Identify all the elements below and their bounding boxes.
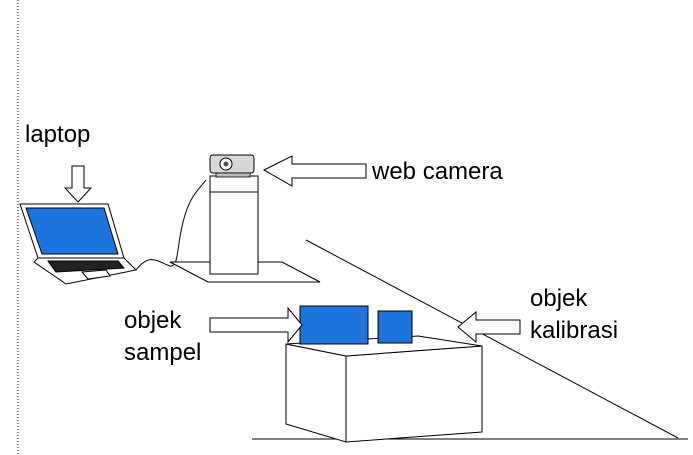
sample-arrow <box>209 306 303 344</box>
usb-cable <box>135 179 207 271</box>
calibration-object <box>377 310 413 344</box>
view-line <box>305 239 679 439</box>
web-camera-label: web camera <box>371 158 503 185</box>
table-box <box>285 335 483 443</box>
web-camera-icon <box>209 154 255 178</box>
laptop-label: laptop <box>25 121 90 148</box>
sample-object <box>299 305 369 345</box>
calibration-arrow <box>457 310 521 344</box>
laptop-keyboard <box>47 260 126 273</box>
web-camera-arrow <box>262 155 367 187</box>
sample-label-line1: objek <box>124 307 182 334</box>
camera-stand <box>209 175 259 275</box>
laptop-arrow <box>63 165 93 203</box>
laptop-touchpad <box>80 269 111 280</box>
laptop-screen <box>25 207 119 255</box>
calibration-label-line1: objek <box>530 285 588 312</box>
calibration-label-line2: kalibrasi <box>530 317 618 344</box>
laptop-icon <box>19 203 138 285</box>
sample-label-line2: sampel <box>124 339 201 366</box>
